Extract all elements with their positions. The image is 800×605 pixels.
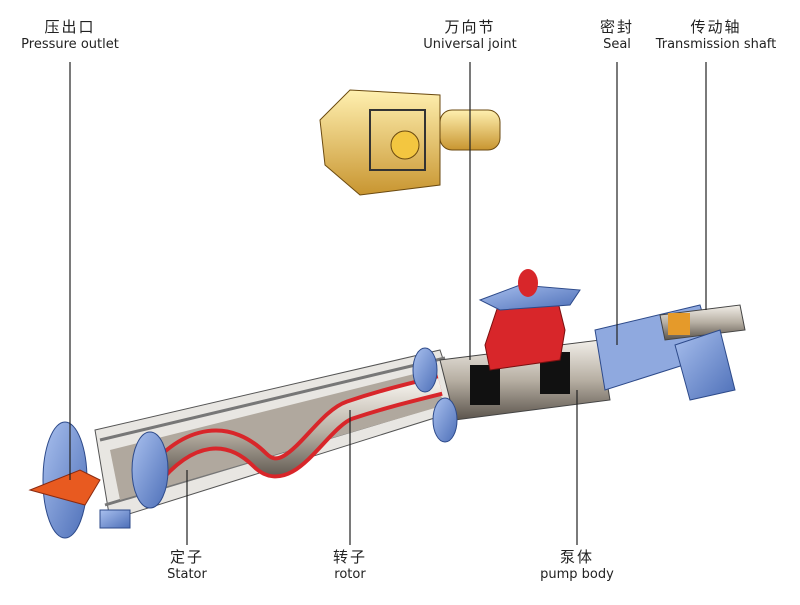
label-en: pump body xyxy=(540,566,614,582)
pump-assembly xyxy=(28,269,746,539)
label-zh: 转子 xyxy=(332,548,367,566)
label-pump-body: 泵体 pump body xyxy=(532,548,622,583)
label-en: Transmission shaft xyxy=(655,36,777,52)
label-transmission-shaft: 传动轴 Transmission shaft xyxy=(646,18,786,53)
label-en: Pressure outlet xyxy=(21,36,119,52)
label-zh: 定子 xyxy=(169,548,204,566)
label-zh: 传动轴 xyxy=(690,18,742,36)
label-rotor: 转子 rotor xyxy=(320,548,380,583)
label-en: Stator xyxy=(167,566,207,582)
label-en: Seal xyxy=(603,36,631,52)
label-zh: 万向节 xyxy=(444,18,496,36)
universal-joint-illustration xyxy=(319,89,501,196)
leader-lines xyxy=(69,62,707,545)
label-seal: 密封 Seal xyxy=(587,18,647,53)
label-pressure-outlet: 压出口 Pressure outlet xyxy=(5,18,135,53)
label-zh: 压出口 xyxy=(44,18,96,36)
label-en: Universal joint xyxy=(423,36,517,52)
label-zh: 泵体 xyxy=(559,548,594,566)
label-en: rotor xyxy=(334,566,366,582)
label-universal-joint: 万向节 Universal joint xyxy=(405,18,535,53)
label-zh: 密封 xyxy=(599,18,634,36)
label-stator: 定子 Stator xyxy=(157,548,217,583)
